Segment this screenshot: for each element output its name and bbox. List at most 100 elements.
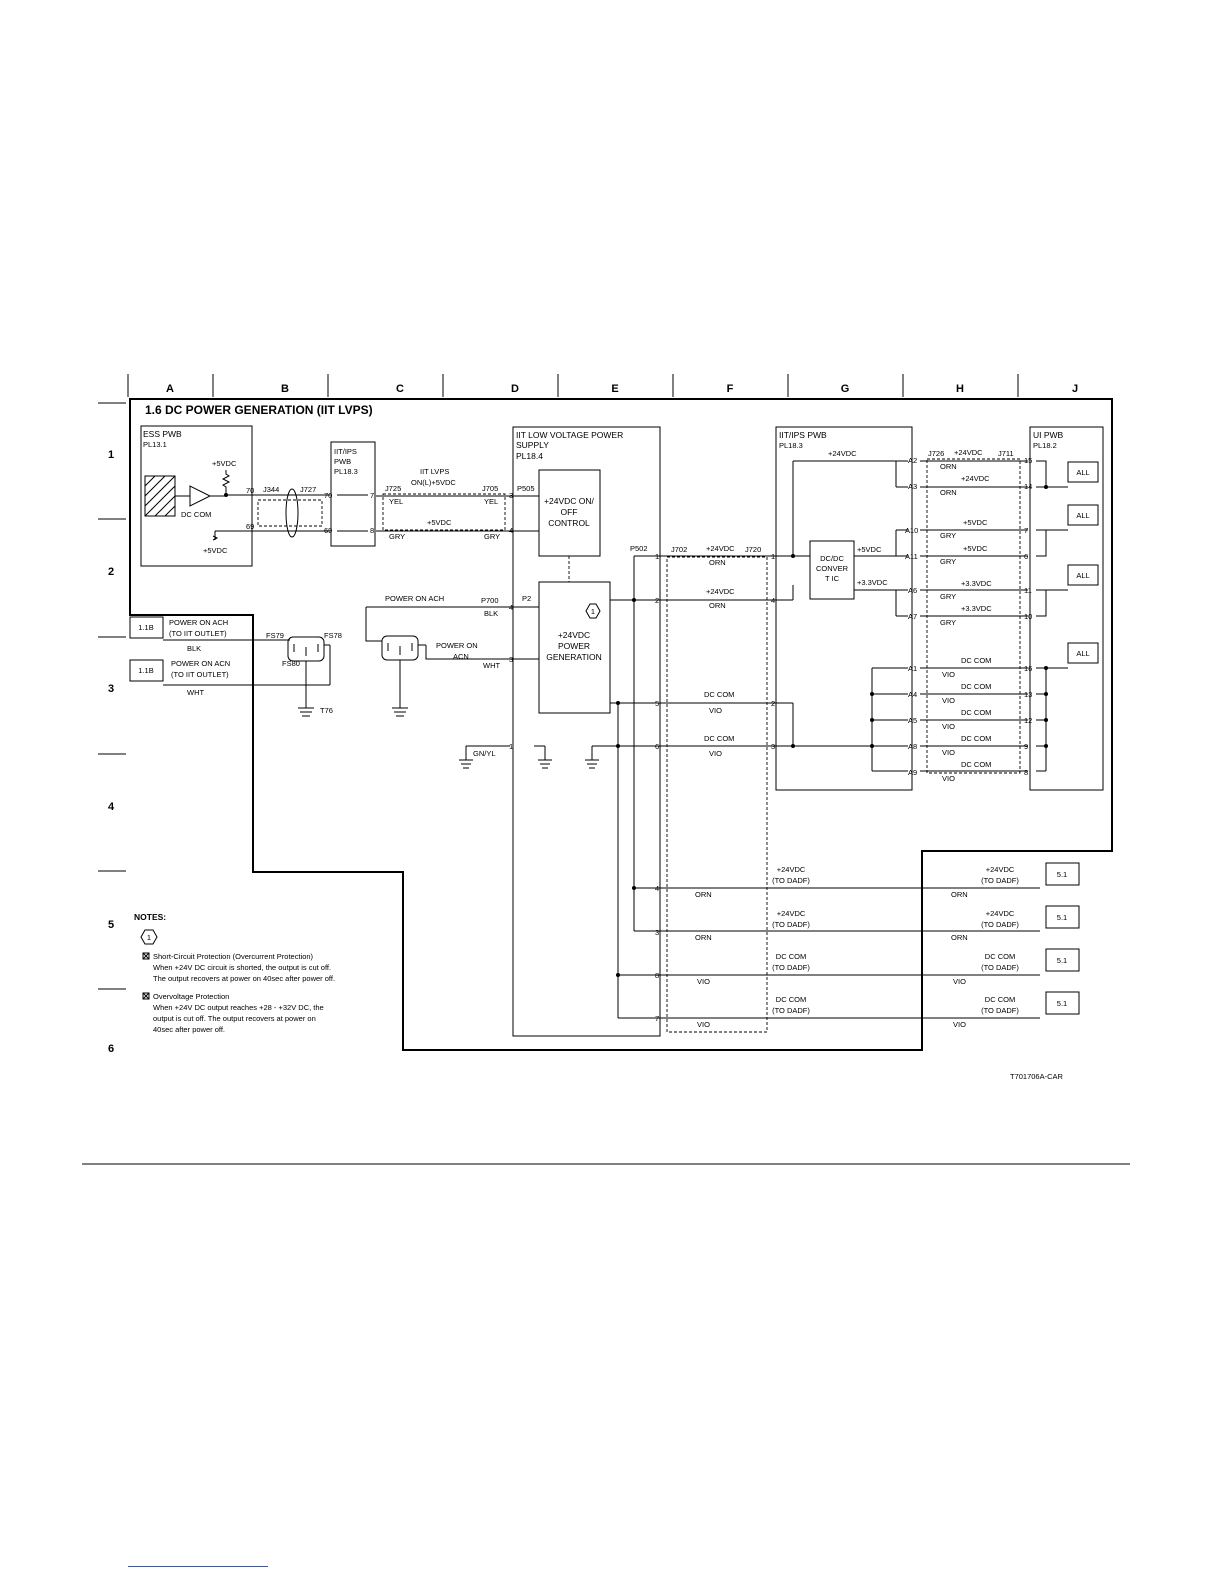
svg-text:CONVER: CONVER [816,564,849,573]
svg-text:+5VDC: +5VDC [857,545,882,554]
svg-text:13: 13 [1024,690,1032,699]
svg-text:IIT LOW VOLTAGE POWER: IIT LOW VOLTAGE POWER [516,430,623,440]
svg-text:A4: A4 [908,690,917,699]
svg-text:Overvoltage Protection: Overvoltage Protection [153,992,229,1001]
svg-text:+5VDC: +5VDC [427,518,452,527]
svg-text:DC COM: DC COM [961,734,991,743]
svg-text:+24VDC: +24VDC [706,587,735,596]
svg-text:+24VDC: +24VDC [706,544,735,553]
svg-text:VIO: VIO [942,748,955,757]
svg-text:+24VDC ON/: +24VDC ON/ [544,496,594,506]
harness-j702-j720: J702 J720 +24VDC ORN +24VDC ORN DC COM V… [666,544,775,1033]
svg-text:+24VDC: +24VDC [558,630,590,640]
col-label-j: J [1072,383,1078,395]
svg-text:NOTES:: NOTES: [134,912,166,922]
svg-text:PL13.1: PL13.1 [143,440,167,449]
svg-text:POWER: POWER [558,641,590,651]
row-label-6: 6 [108,1043,114,1055]
diagram-id: T701706A-CAR [1010,1072,1064,1081]
footer-link-underline[interactable] [128,1566,268,1567]
svg-text:When +24V DC output reaches +2: When +24V DC output reaches +28 - +32V D… [153,1003,324,1012]
svg-text:9: 9 [1024,742,1028,751]
svg-text:DC COM: DC COM [985,952,1015,961]
svg-text:DC COM: DC COM [704,734,734,743]
col-label-d: D [511,383,519,395]
svg-text:DC COM: DC COM [776,995,806,1004]
svg-text:5.1: 5.1 [1057,956,1067,965]
svg-text:J727: J727 [300,485,316,494]
svg-text:YEL: YEL [389,497,403,506]
svg-text:IIT/IPS: IIT/IPS [334,447,357,456]
svg-text:(TO DADF): (TO DADF) [981,920,1019,929]
svg-text:J702: J702 [671,545,687,554]
svg-text:(TO DADF): (TO DADF) [772,876,810,885]
column-header: A B C D E F G H J [127,374,1078,397]
svg-text:J726: J726 [928,449,944,458]
svg-text:ESS PWB: ESS PWB [143,429,182,439]
svg-text:+24VDC: +24VDC [954,448,983,457]
svg-text:VIO: VIO [942,722,955,731]
svg-text:GN/YL: GN/YL [473,749,496,758]
svg-text:output is cut off. The output: output is cut off. The output recovers a… [153,1014,316,1023]
svg-text:GRY: GRY [940,592,956,601]
svg-text:DC/DC: DC/DC [820,554,844,563]
svg-text:A9: A9 [908,768,917,777]
svg-text:+24VDC: +24VDC [986,865,1015,874]
svg-text:P505: P505 [517,484,535,493]
svg-text:1: 1 [509,742,513,751]
svg-text:40sec after power off.: 40sec after power off. [153,1025,225,1034]
svg-text:10: 10 [1024,612,1032,621]
svg-text:When +24V DC circuit is shorte: When +24V DC circuit is shorted, the out… [153,963,331,972]
svg-text:ORN: ORN [709,601,726,610]
svg-text:VIO: VIO [953,1020,966,1029]
row-header: 1 2 3 4 5 6 [98,402,126,1055]
col-label-h: H [956,383,964,395]
svg-text:POWER ON ACH: POWER ON ACH [169,618,228,627]
svg-text:GENERATION: GENERATION [546,652,602,662]
svg-text:+24VDC: +24VDC [777,865,806,874]
svg-text:PL18.2: PL18.2 [1033,441,1057,450]
col-label-g: G [841,383,850,395]
notes: NOTES: 1 Short-Circuit Protection (Overc… [134,912,335,1034]
svg-text:Short-Circuit Protection (Over: Short-Circuit Protection (Overcurrent Pr… [153,952,314,961]
svg-text:(TO DADF): (TO DADF) [772,920,810,929]
svg-text:BLK: BLK [187,644,201,653]
svg-text:WHT: WHT [187,688,204,697]
svg-text:16: 16 [1024,664,1032,673]
ess-pwb: ESS PWB PL13.1 +5VDC DC COM +5VDC 70 69 [140,425,258,567]
svg-text:+24VDC: +24VDC [828,449,857,458]
diagram-title: 1.6 DC POWER GENERATION (IIT LVPS) [145,403,373,417]
col-label-a: A [166,383,174,395]
svg-text:T76: T76 [320,706,333,715]
svg-text:DC COM: DC COM [985,995,1015,1004]
svg-text:(TO IIT OUTLET): (TO IIT OUTLET) [171,670,229,679]
svg-text:GRY: GRY [940,557,956,566]
svg-text:ACN: ACN [453,652,469,661]
svg-text:15: 15 [1024,456,1032,465]
svg-text:J705: J705 [482,484,498,493]
svg-text:DC COM: DC COM [704,690,734,699]
row-label-2: 2 [108,566,114,578]
svg-text:A3: A3 [908,482,917,491]
svg-text:+5VDC: +5VDC [212,459,237,468]
svg-text:A6: A6 [908,586,917,595]
svg-text:GRY: GRY [389,532,405,541]
svg-text:(TO DADF): (TO DADF) [981,963,1019,972]
harness-j725-j705: J725 J705 IIT LVPS ON(L)+5VDC YEL YEL +5… [376,467,510,541]
svg-text:ORN: ORN [709,558,726,567]
svg-text:FS79: FS79 [266,631,284,640]
svg-text:+3.3VDC: +3.3VDC [961,604,992,613]
svg-text:ALL: ALL [1076,468,1089,477]
svg-text:OFF: OFF [561,507,578,517]
svg-text:J344: J344 [263,485,279,494]
svg-text:70: 70 [246,486,254,495]
svg-text:(TO DADF): (TO DADF) [772,963,810,972]
svg-text:PWB: PWB [334,457,351,466]
harness-j344-j727: J344 J727 70 69 [257,485,332,538]
svg-text:VIO: VIO [953,977,966,986]
svg-text:12: 12 [1024,716,1032,725]
svg-text:VIO: VIO [709,749,722,758]
svg-text:VIO: VIO [709,706,722,715]
svg-text:IIT/IPS PWB: IIT/IPS PWB [779,430,827,440]
